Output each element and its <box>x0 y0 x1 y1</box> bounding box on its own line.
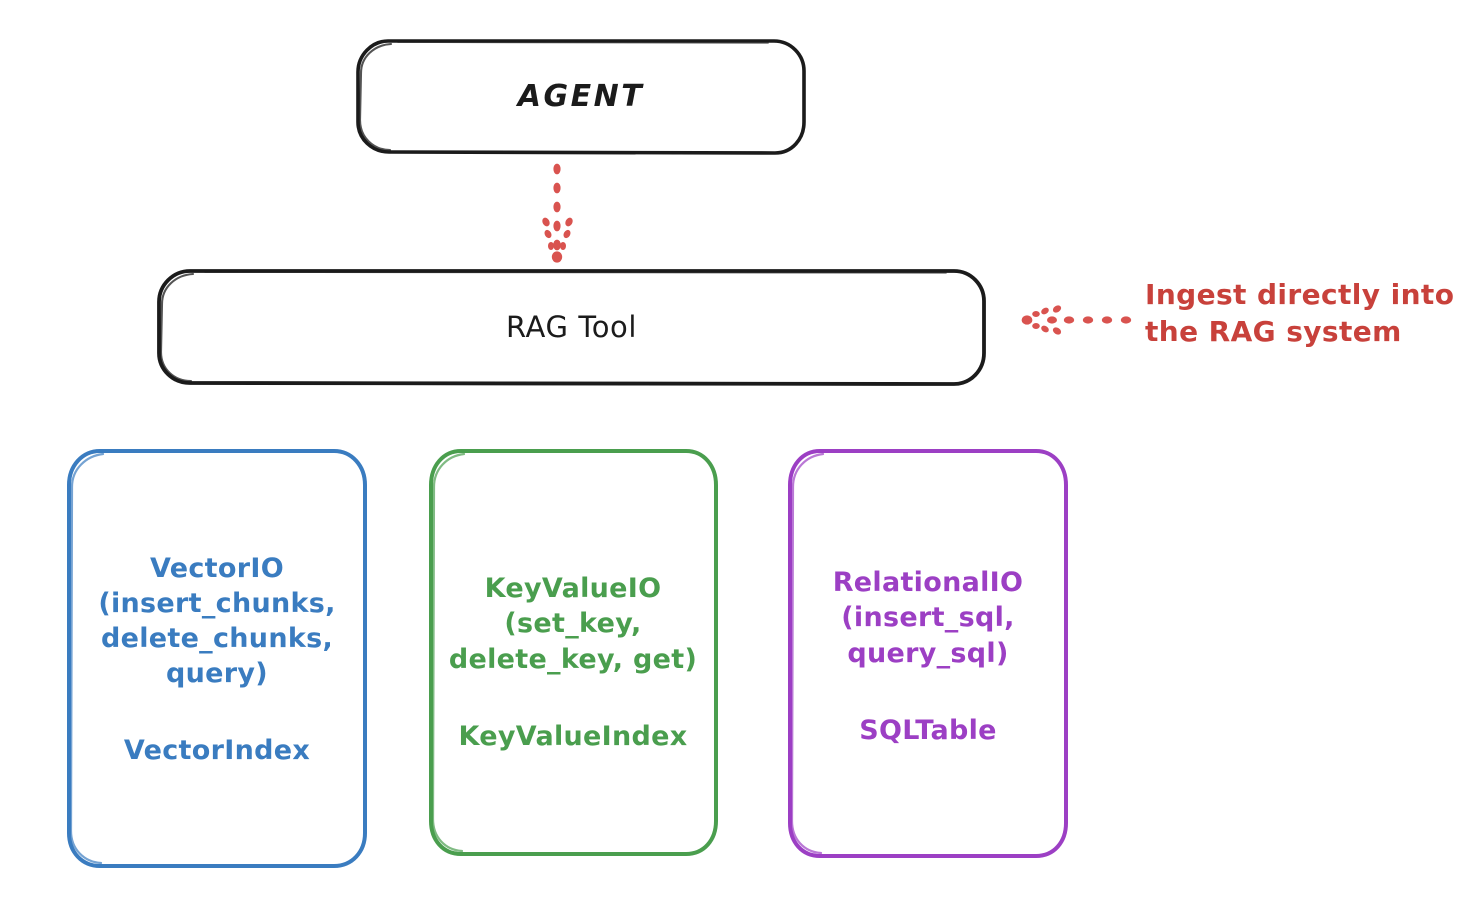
rag-tool-label: RAG Tool <box>505 310 638 344</box>
vector-io-node[interactable]: VectorIO (insert_chunks, delete_chunks, … <box>68 450 366 867</box>
ingest-arrow <box>1021 305 1132 335</box>
key-value-index-label: KeyValueIndex <box>458 720 688 752</box>
agent-label: AGENT <box>517 79 645 114</box>
relational-io-node[interactable]: RelationalIO (insert_sql, query_sql) SQL… <box>790 450 1066 867</box>
ingest-annotation-text: Ingest directly into the RAG system <box>1145 278 1455 348</box>
agent-to-rag-arrow <box>542 163 573 263</box>
key-value-io-node[interactable]: KeyValueIO (set_key, delete_key, get) Ke… <box>430 450 716 867</box>
sql-table-label: SQLTable <box>859 714 997 746</box>
agent-node[interactable]: AGENT <box>357 40 805 153</box>
vector-index-label: VectorIndex <box>123 735 311 767</box>
key-value-io-api-label: KeyValueIO (set_key, delete_key, get) <box>448 573 698 675</box>
rag-tool-node[interactable]: RAG Tool <box>158 270 985 384</box>
relational-io-api-label: RelationalIO (insert_sql, query_sql) <box>832 567 1024 669</box>
vector-io-api-label: VectorIO (insert_chunks, delete_chunks, … <box>98 552 336 690</box>
